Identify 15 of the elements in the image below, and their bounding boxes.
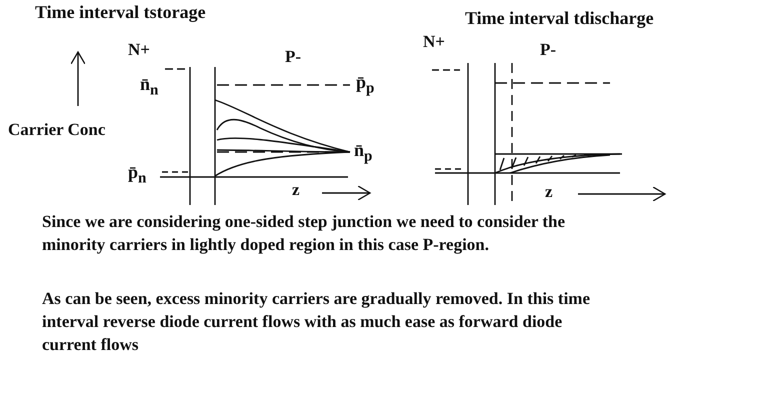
region-label: N+: [128, 40, 150, 60]
axis-label: z: [545, 182, 553, 202]
explanation-paragraph: As can be seen, excess minority carriers are gradually removed. In this time interval reverse diode current flows with as much ease as forward diode current flows: [42, 288, 592, 356]
region-label: N+: [423, 32, 445, 52]
axis-label: Carrier Conc: [8, 120, 106, 140]
region-label: P-: [285, 47, 302, 67]
axis-label: z: [292, 180, 300, 200]
concentration-label: n̄$_{p}$: [354, 140, 372, 167]
concentration-label: n̄$_{n}$: [140, 74, 158, 101]
concentration-label: p̄$_{n}$: [128, 162, 146, 189]
panel-title: Time interval tstorage: [35, 2, 206, 22]
concentration-label: p̄$_{p}$: [356, 72, 374, 99]
region-label: P-: [540, 40, 556, 60]
explanation-paragraph: Since we are considering one-sided step junction we need to consider the minority carriers in lightly doped region in this case P-region.: [42, 211, 566, 256]
panel-title: Time interval tdischarge: [465, 8, 654, 28]
